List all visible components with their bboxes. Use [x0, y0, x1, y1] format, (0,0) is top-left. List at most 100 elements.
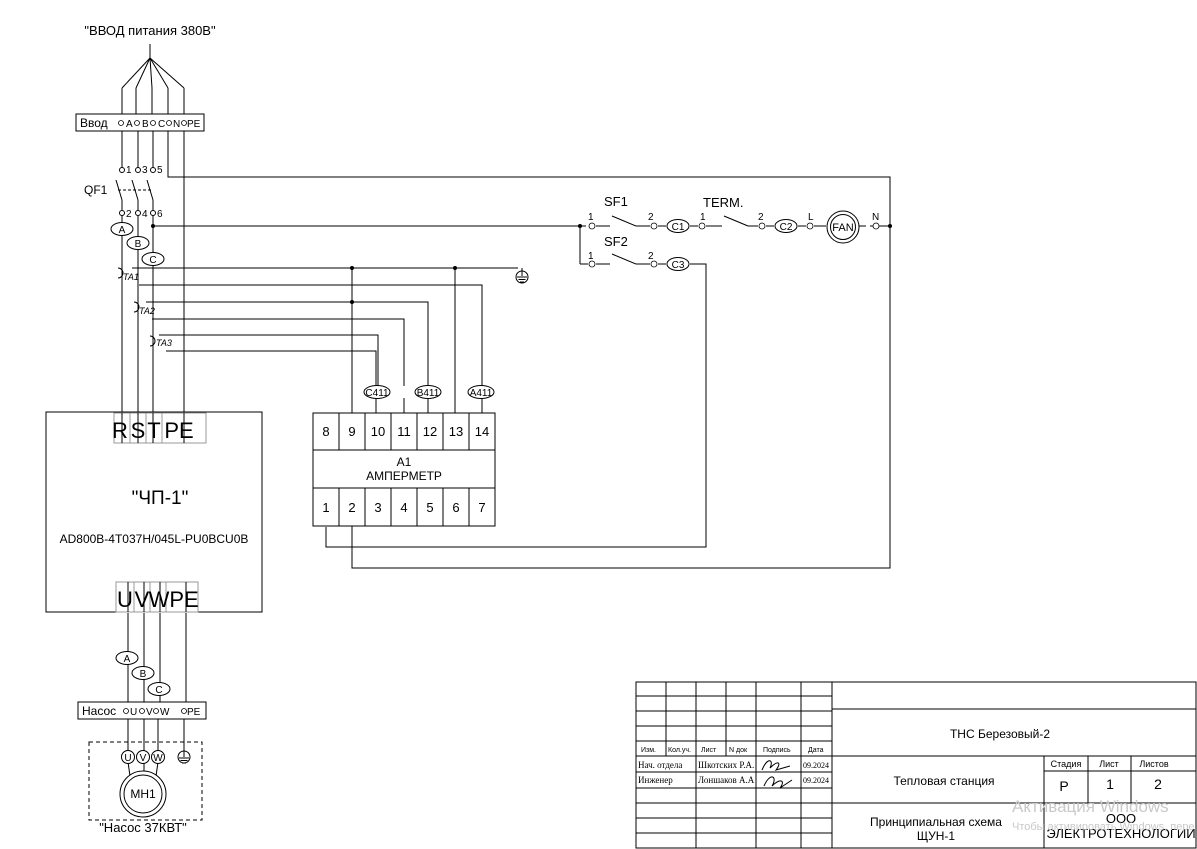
tb-col-izm: Изм. [641, 747, 656, 754]
pump-ground-icon [177, 750, 191, 764]
motor-terminal-v: V [140, 753, 147, 764]
tb-row1-date: 09.2024 [803, 761, 829, 770]
phase-tags-output [115, 651, 171, 696]
tb-company-1: ООО [1106, 811, 1136, 826]
supply-terminal-n: N [173, 119, 180, 130]
tb-doc-title-2: ЩУН-1 [917, 829, 956, 843]
ammeter-terminal-7: 7 [478, 500, 485, 515]
sf1-label: SF1 [604, 194, 628, 209]
ammeter-terminal-14: 14 [475, 424, 489, 439]
tb-row1-role: Нач. отдела [638, 760, 682, 770]
ct-label-ta1: TA1 [123, 272, 139, 282]
output-phase-tag-c: C [155, 685, 162, 696]
ammeter-terminal-8: 8 [322, 424, 329, 439]
wire-tag-c2: C2 [780, 222, 793, 233]
phase-tag-b: B [135, 239, 142, 250]
supply-terminal-glyphs [118, 120, 187, 126]
tb-col-kolich: Кол.уч. [668, 747, 691, 754]
ammeter-box [312, 412, 496, 527]
title-block-grid [635, 681, 1197, 849]
ammeter-terminal-13: 13 [449, 424, 463, 439]
tb-stage: Р [1059, 778, 1068, 794]
fan-circuit-wiring [596, 215, 866, 265]
sf1-pin-out: 2 [648, 212, 654, 223]
supply-terminal-strip [75, 113, 205, 132]
tb-row2-name: Лоншаков А.А [698, 775, 755, 785]
breaker-pin-5: 5 [157, 165, 163, 176]
breaker-pin-4: 4 [142, 209, 148, 220]
vfd-output-v: V [135, 587, 150, 612]
breaker-symbol [115, 167, 156, 216]
breaker-pin-3: 3 [142, 165, 148, 176]
ammeter-terminal-2: 2 [348, 500, 355, 515]
pump-caption: "Насос 37КВТ" [99, 820, 187, 835]
ammeter-designation: A1 [397, 455, 412, 469]
ammeter-terminal-11: 11 [397, 424, 411, 439]
term-pin-out: 2 [758, 212, 764, 223]
tb-sheets: 2 [1154, 776, 1162, 792]
sf2-label: SF2 [604, 234, 628, 249]
vfd-input-wires [121, 413, 185, 443]
ct-coils [117, 267, 156, 347]
supply-terminal-a: A [126, 119, 133, 130]
fan-label: FAN [832, 222, 853, 234]
tb-company-2: ЭЛЕКТРОТЕХНОЛОГИИ [1046, 826, 1195, 841]
tb-stage-header: Стадия [1051, 759, 1082, 769]
pump-terminal-v: V [146, 707, 153, 718]
wire-tag-c3: C3 [672, 260, 685, 271]
signature-marks [761, 760, 793, 789]
motor-icon [119, 770, 167, 818]
vfd-output-w: W [149, 587, 170, 612]
ammeter-terminal-3: 3 [374, 500, 381, 515]
output-phase-tag-a: A [124, 654, 131, 665]
motor-terminal-w: W [153, 753, 163, 764]
output-phase-tag-b: B [140, 669, 147, 680]
watermark-title: Активация Windows [1012, 797, 1169, 816]
phase-tags-input [110, 222, 165, 266]
ammeter-name: АМПЕРМЕТР [366, 469, 442, 483]
wire-tags-fan [666, 219, 798, 271]
wire-tag-b411: B411 [417, 388, 440, 399]
tb-row2-date: 09.2024 [803, 776, 829, 785]
ammeter-terminal-1: 1 [322, 500, 329, 515]
pump-terminal-u: U [130, 707, 137, 718]
tb-row1-name: Шкотских Р.А. [698, 760, 754, 770]
ammeter-terminal-4: 4 [400, 500, 407, 515]
tb-row2-role: Инженер [638, 775, 673, 785]
vfd-input-t: T [147, 418, 160, 443]
motor-terminal-circles [121, 750, 165, 764]
junction-dots [151, 224, 892, 304]
ammeter-wire-tags [363, 385, 495, 399]
vfd-title: "ЧП-1" [132, 488, 189, 509]
tb-object: Тепловая станция [893, 774, 994, 788]
sf1-pin-in: 1 [588, 212, 594, 223]
tb-project: ТНС Березовый-2 [950, 727, 1050, 741]
ammeter-terminal-6: 6 [452, 500, 459, 515]
phase-tag-a: A [119, 225, 126, 236]
tb-sheet-header: Лист [1099, 759, 1119, 769]
vfd-output-u: U [117, 587, 133, 612]
breaker-pin-2: 2 [126, 209, 132, 220]
vfd-output-pe: PE [169, 587, 198, 612]
pump-terminal-pe: PE [187, 707, 201, 718]
tb-col-list: Лист [701, 747, 717, 754]
ammeter-terminal-5: 5 [426, 500, 433, 515]
tb-sheets-header: Листов [1139, 759, 1168, 769]
ammeter-terminal-dividers [338, 413, 470, 526]
ammeter-terminal-9: 9 [348, 424, 355, 439]
pump-terminal-w: W [160, 707, 170, 718]
ground-icon [515, 268, 529, 284]
fan-icon [826, 210, 860, 244]
supply-fan-lines [121, 44, 185, 116]
fan-pin-n: N [872, 212, 879, 223]
vfd-output-terminals-box [115, 581, 199, 613]
vfd-output-wires [127, 582, 187, 612]
pump-enclosure [88, 741, 203, 821]
sf2-pin-out: 2 [648, 251, 654, 262]
vfd-input-s: S [131, 418, 146, 443]
fan-pin-l: L [808, 212, 814, 223]
vfd-model: AD800B-4T037H/045L-PU0BCU0B [60, 532, 249, 546]
tb-sheet: 1 [1106, 776, 1114, 792]
supply-terminal-b: B [142, 119, 149, 130]
